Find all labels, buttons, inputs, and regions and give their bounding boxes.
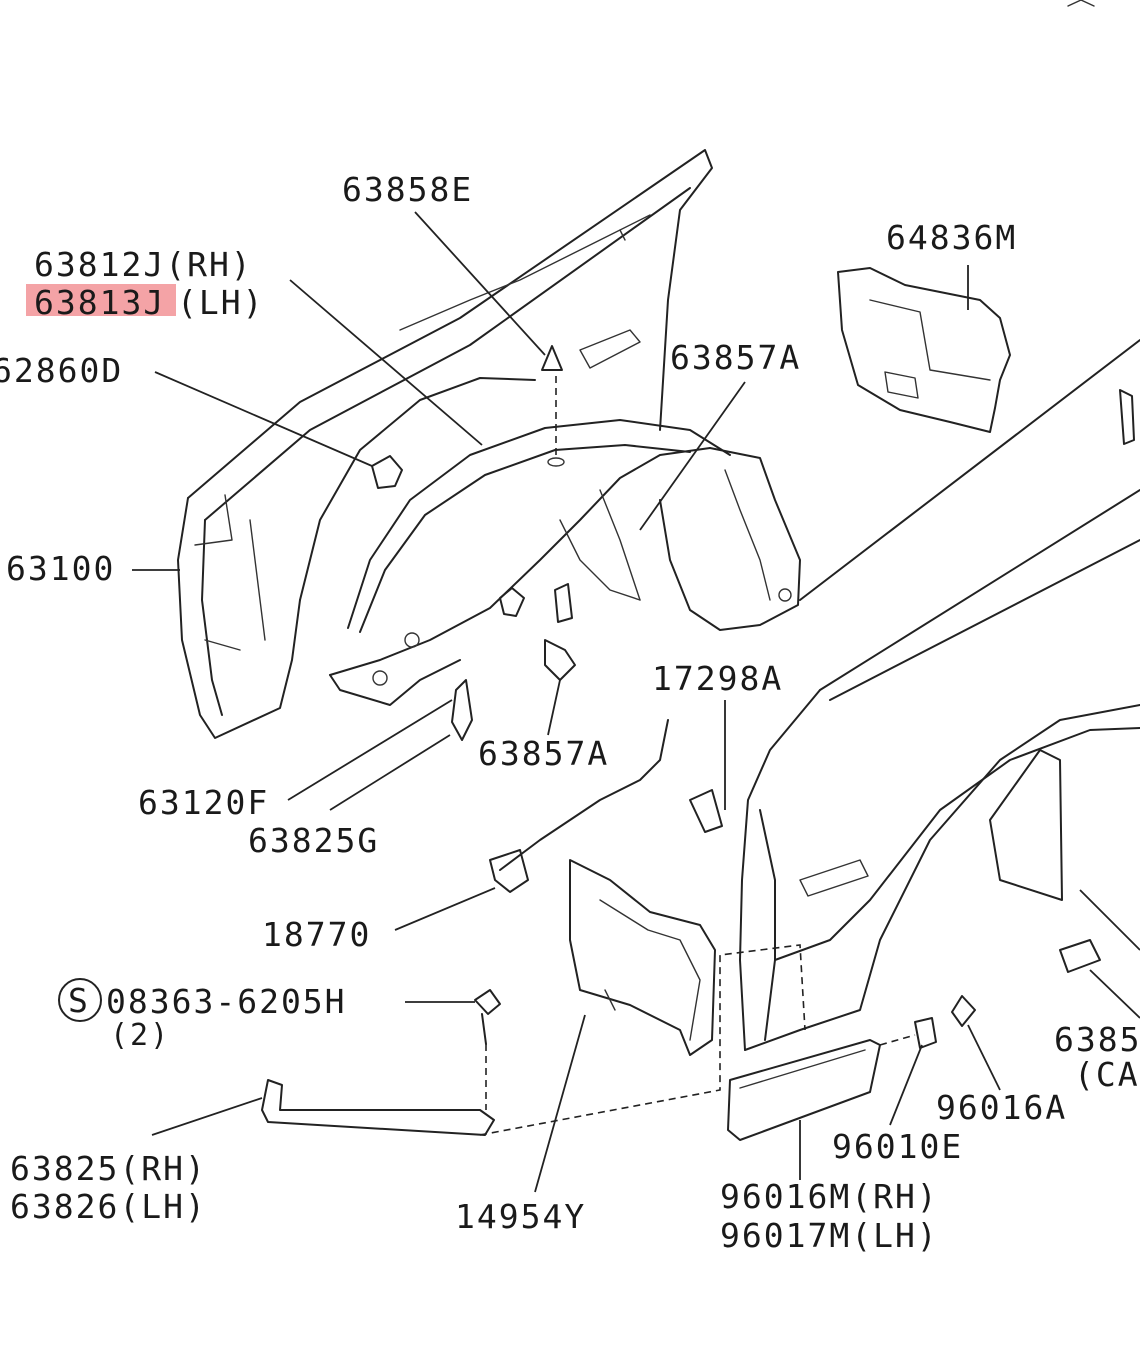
leader-lines (132, 211, 1140, 1193)
body-side-drawing (739, 339, 1140, 1051)
label-96017M: 96017M(LH) (720, 1216, 939, 1255)
splash-guard-14954Y-drawing (569, 859, 716, 1056)
label-63813J-side: (LH) (177, 283, 264, 322)
label-63825: 63825(RH) (10, 1149, 207, 1188)
front-fender-drawing (177, 149, 713, 739)
svg-text:S: S (68, 981, 90, 1020)
bolt-center (554, 583, 573, 623)
label-63825G: 63825G (248, 821, 379, 860)
label-6385-partial: 6385 (1054, 1020, 1140, 1059)
clip-63858E (541, 345, 565, 467)
label-08363-qty: (2) (110, 1018, 170, 1053)
label-63857A-top: 63857A (670, 338, 801, 377)
mudguard-96016M-drawing (727, 1039, 881, 1141)
cable-18770-drawing (489, 719, 723, 893)
screw-63825G (451, 679, 473, 741)
label-96010E: 96010E (832, 1127, 963, 1166)
label-63120F: 63120F (138, 783, 269, 822)
dashed-line (479, 944, 806, 1136)
label-96016M: 96016M(RH) (720, 1177, 939, 1216)
dashed-line (879, 1034, 916, 1046)
highlight-63813J (26, 284, 176, 316)
label-64836M: 64836M (886, 218, 1017, 257)
bracket-64836M-drawing (837, 267, 1011, 433)
close-icon[interactable] (1067, 0, 1095, 7)
clip-63857A (499, 587, 576, 681)
bolt-08363 (474, 989, 501, 1045)
label-63100: 63100 (6, 549, 115, 588)
clip-96016A (951, 995, 976, 1027)
label-63857A-bottom: 63857A (478, 734, 609, 773)
label-63813J[interactable]: 63813J (34, 283, 165, 322)
rod-63825-drawing (261, 1079, 495, 1136)
label-63858E: 63858E (342, 170, 473, 209)
fender-liner-drawing (329, 419, 801, 706)
label-63812J: 63812J(RH) (34, 245, 253, 284)
label-08363-6205H: 08363-6205H (106, 982, 347, 1021)
label-63826: 63826(LH) (10, 1187, 207, 1226)
clip-62860D (371, 455, 403, 489)
label-96016A: 96016A (936, 1088, 1067, 1127)
clip-96010E (914, 1017, 937, 1049)
label-62860D: 62860D (0, 351, 123, 390)
label-14954Y: 14954Y (455, 1197, 586, 1236)
label-ca-partial: (CA (1074, 1055, 1140, 1094)
standard-part-symbol: S (58, 978, 102, 1022)
label-18770: 18770 (262, 915, 371, 954)
label-17298A: 17298A (652, 659, 783, 698)
